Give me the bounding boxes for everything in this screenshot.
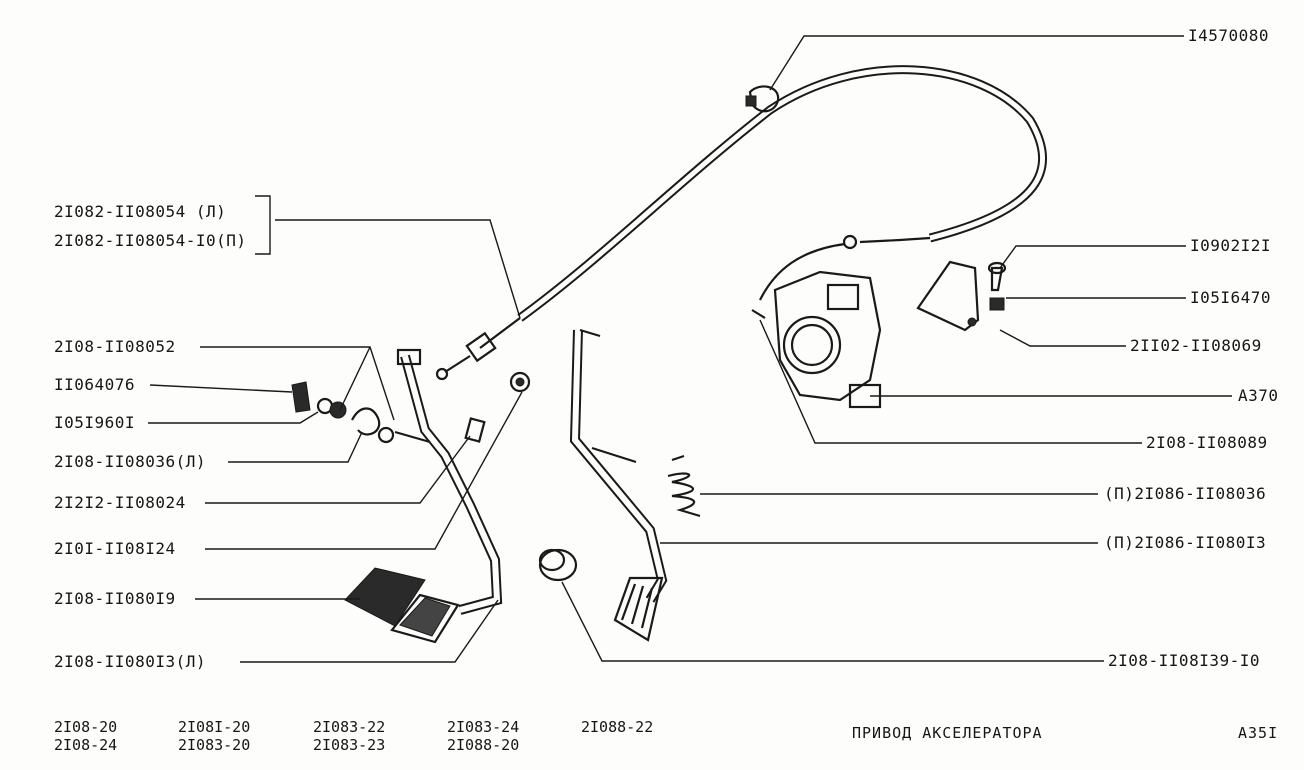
label-part-2I08-II08I39-I0: 2I08-II08I39-I0 [1108, 651, 1260, 670]
footer-model: 2I08-20 [54, 718, 118, 736]
footer-model: 2I088-20 [447, 736, 520, 754]
throttle-body [751, 270, 882, 409]
footer-models-col4: 2I083-24 2I088-20 [447, 718, 519, 754]
label-cable-left: 2I082-II08054 (Л) [54, 202, 227, 221]
label-part-I05I6470: I05I6470 [1190, 288, 1272, 307]
label-part-I4570080: I4570080 [1188, 26, 1270, 45]
footer-models-col3: 2I083-22 2I083-23 [313, 718, 385, 754]
footer-model: 2I08I-20 [178, 718, 251, 736]
footer-models-col5: 2I088-22 [581, 718, 653, 736]
label-part-I05I960I: I05I960I [54, 413, 136, 432]
footer-models-col1: 2I08-20 2I08-24 [54, 718, 117, 754]
accelerator-cable [435, 65, 1048, 381]
label-part-2I08-II08052: 2I08-II08052 [54, 337, 176, 356]
label-part-2I08-II08036L: 2I08-II08036(Л) [54, 452, 206, 471]
leader-lines [148, 35, 1232, 663]
label-part-2I2I2-II08024: 2I2I2-II08024 [54, 493, 186, 512]
page-number: A35I [1238, 724, 1279, 742]
footer-models-col2: 2I08I-20 2I083-20 [178, 718, 250, 754]
cable-clip [745, 85, 780, 113]
small-parts-left [291, 371, 531, 444]
return-spring [667, 454, 701, 518]
label-part-A370: A370 [1238, 386, 1279, 405]
cable-bracket [916, 260, 1007, 332]
label-part-2I08-II080I9: 2I08-II080I9 [54, 589, 176, 608]
label-part-P2I086-II08036: (П)2I086-II08036 [1104, 484, 1267, 503]
label-part-2I08-II08089: 2I08-II08089 [1146, 433, 1268, 452]
label-part-2I08-II080I3L: 2I08-II080I3(Л) [54, 652, 206, 671]
label-cable-right: 2I082-II08054-I0(П) [54, 231, 247, 250]
footer-model: 2I083-22 [313, 718, 386, 736]
footer-model: 2I083-20 [178, 736, 251, 754]
accelerator-pedal [538, 328, 668, 642]
footer-model: 2I08-24 [54, 736, 118, 754]
left-pedal-assembly [344, 348, 503, 644]
footer-model: 2I083-23 [313, 736, 386, 754]
label-part-II064076: II064076 [54, 375, 136, 394]
label-part-P2I086-II080I3: (П)2I086-II080I3 [1104, 533, 1267, 552]
label-part-2II02-II08069: 2II02-II08069 [1130, 336, 1262, 355]
footer-model: 2I083-24 [447, 718, 520, 736]
label-part-I0902I2I: I0902I2I [1190, 236, 1272, 255]
page-title: ПРИВОД АКСЕЛЕРАТОРА [852, 724, 1043, 742]
label-part-2I0I-II08I24: 2I0I-II08I24 [54, 539, 176, 558]
footer-model: 2I088-22 [581, 718, 654, 736]
